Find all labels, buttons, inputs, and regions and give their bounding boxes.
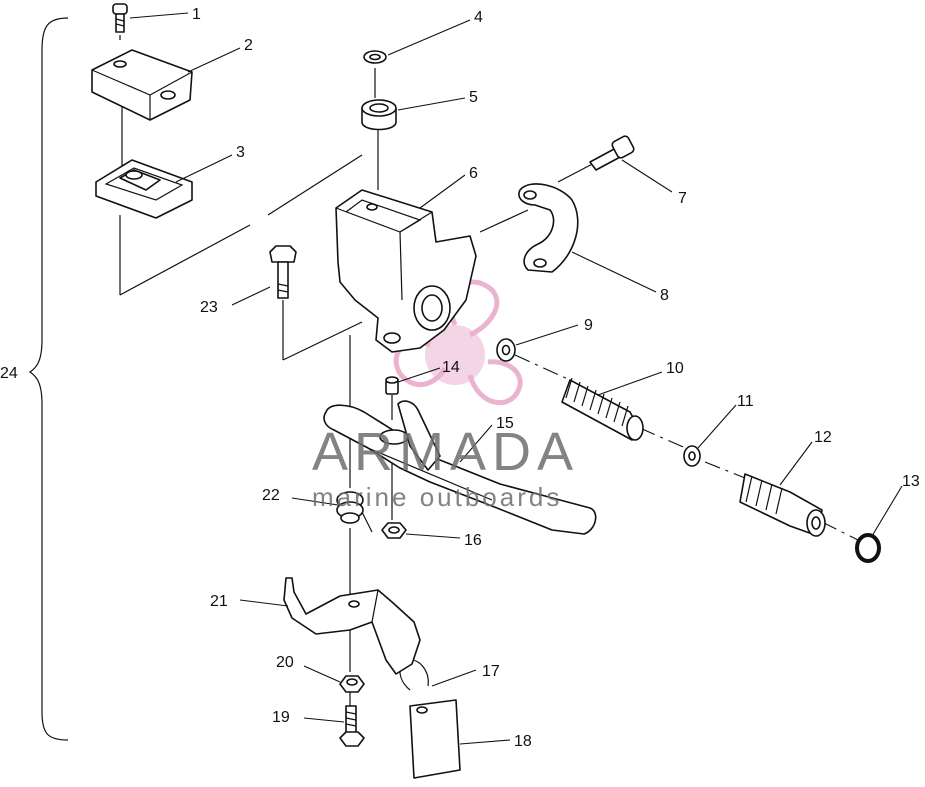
callout-21: 21 bbox=[210, 593, 228, 610]
callout-13: 13 bbox=[902, 473, 920, 490]
callout-22: 22 bbox=[262, 487, 280, 504]
callout-9: 9 bbox=[584, 317, 593, 334]
callout-10: 10 bbox=[666, 360, 684, 377]
part-2-reservoir-cover bbox=[91, 49, 193, 121]
callout-20: 20 bbox=[276, 654, 294, 671]
part-21-switch-bracket bbox=[283, 577, 421, 675]
callout-1: 1 bbox=[192, 6, 201, 23]
part-23-pivot-bolt bbox=[269, 245, 297, 299]
part-12-piston bbox=[739, 473, 826, 537]
part-7-clamp-screw bbox=[589, 135, 635, 171]
callout-11: 11 bbox=[737, 393, 754, 410]
callout-17: 17 bbox=[482, 663, 500, 680]
watermark-text: ARMADA marine outboards bbox=[312, 422, 579, 512]
leader-lines bbox=[129, 12, 903, 745]
part-10-spring bbox=[561, 377, 644, 441]
part-20-nut bbox=[339, 675, 365, 693]
callout-14: 14 bbox=[442, 359, 460, 376]
part-16-nut bbox=[381, 522, 407, 539]
part-22-lever-spring bbox=[336, 491, 373, 533]
callout-19: 19 bbox=[272, 709, 290, 726]
callout-8: 8 bbox=[660, 287, 669, 304]
part-9-washer bbox=[496, 338, 516, 362]
part-15-brake-lever bbox=[323, 400, 597, 535]
watermark-brand: ARMADA bbox=[312, 422, 579, 482]
part-6-master-cylinder bbox=[335, 189, 477, 353]
part-18-warning-tag bbox=[409, 699, 461, 779]
part-14-pivot-pin bbox=[385, 376, 399, 395]
callout-23: 23 bbox=[200, 299, 218, 316]
part-1-cover-screw bbox=[112, 3, 128, 33]
callout-2: 2 bbox=[244, 37, 253, 54]
assembly-bracket bbox=[28, 17, 69, 741]
watermark-logo bbox=[393, 279, 523, 405]
callout-3: 3 bbox=[236, 144, 245, 161]
callout-labels: 1 2 3 4 5 6 7 8 9 10 11 12 13 14 15 16 1… bbox=[0, 6, 920, 750]
callout-24: 24 bbox=[0, 365, 18, 382]
callout-5: 5 bbox=[469, 89, 478, 106]
part-13-o-ring bbox=[855, 533, 881, 563]
part-5-bushing bbox=[361, 99, 397, 131]
callout-7: 7 bbox=[678, 190, 687, 207]
callout-18: 18 bbox=[514, 733, 532, 750]
callout-6: 6 bbox=[469, 165, 478, 182]
assembly-guide-lines bbox=[119, 35, 859, 710]
part-4-washer bbox=[363, 50, 387, 64]
callout-12: 12 bbox=[814, 429, 832, 446]
part-11-washer bbox=[683, 445, 701, 467]
callout-4: 4 bbox=[474, 9, 483, 26]
callout-16: 16 bbox=[464, 532, 482, 549]
watermark-tagline: marine outboards bbox=[312, 482, 562, 512]
part-8-handlebar-clamp bbox=[518, 183, 579, 273]
part-19-mount-screw bbox=[339, 705, 365, 747]
callout-15: 15 bbox=[496, 415, 514, 432]
part-3-diaphragm bbox=[95, 159, 193, 219]
